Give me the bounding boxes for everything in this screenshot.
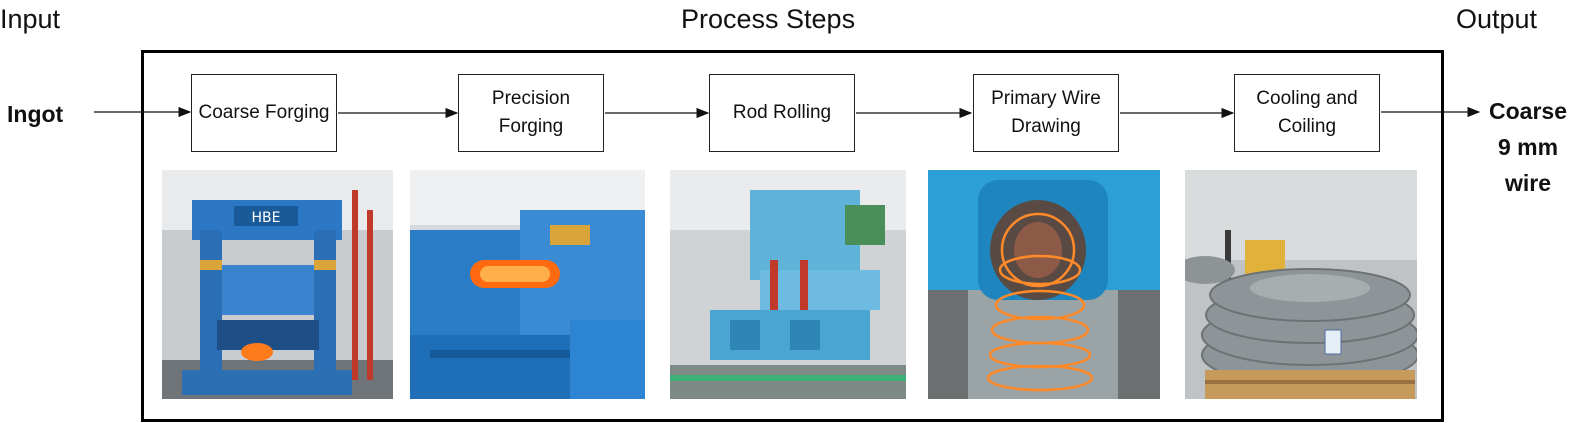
forging-press-photo: HBE bbox=[162, 170, 393, 399]
output-label-wire: Coarse 9 mm wire bbox=[1489, 98, 1567, 196]
wire-coil-pallet-photo bbox=[1185, 170, 1417, 399]
process-frame bbox=[141, 50, 1444, 422]
step-precision-forging: Precision Forging bbox=[458, 74, 604, 152]
wire-drawing-coils-photo bbox=[928, 170, 1160, 399]
input-header: Input bbox=[0, 4, 61, 34]
precision-forging-machine-photo bbox=[410, 170, 645, 399]
input-label-ingot: Ingot bbox=[7, 101, 64, 127]
step-primary-wire-drawing: Primary Wire Drawing bbox=[973, 74, 1119, 152]
step-cooling-and-coiling: Cooling and Coiling bbox=[1234, 74, 1380, 152]
step-coarse-forging: Coarse Forging bbox=[191, 74, 337, 152]
output-header: Output bbox=[1456, 4, 1538, 34]
step-rod-rolling: Rod Rolling bbox=[709, 74, 855, 152]
rod-rolling-mill-photo bbox=[670, 170, 906, 399]
svg-text:HBE: HBE bbox=[252, 210, 281, 226]
process-steps-header: Process Steps bbox=[681, 4, 856, 34]
